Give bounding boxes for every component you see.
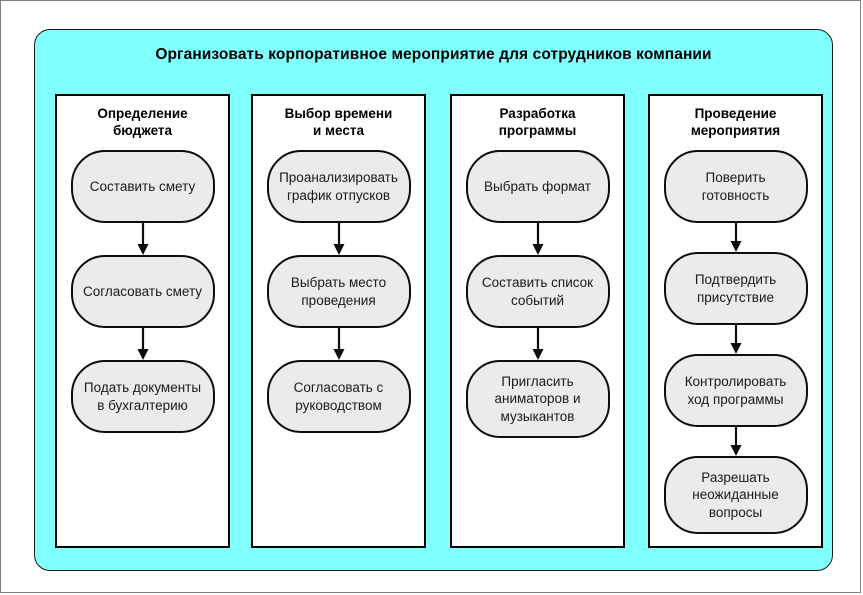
- process-node-line: ход программы: [687, 391, 784, 407]
- process-node-label: Согласовать смету: [77, 283, 208, 301]
- panel-header: Разработка программы: [456, 105, 619, 139]
- process-node-line: Поверить: [705, 170, 766, 185]
- process-node[interactable]: Согласовать с руководством: [266, 360, 411, 433]
- flow-arrow-icon: [729, 223, 743, 252]
- process-node-line: график отпусков: [286, 187, 391, 203]
- panel-header: Определение бюджета: [61, 105, 224, 139]
- process-node-line: вопросы: [708, 504, 763, 520]
- panel-header-line: Выбор времени: [284, 106, 393, 121]
- panel-header-line: Проведение: [694, 106, 777, 121]
- process-node[interactable]: Контролировать ход программы: [663, 354, 808, 427]
- process-node[interactable]: Подать документы в бухгалтерию: [70, 360, 215, 433]
- process-node-line: проведения: [301, 292, 376, 308]
- panel-header-line: программы: [498, 123, 577, 138]
- process-node-line: Согласовать с: [293, 380, 384, 395]
- process-node-line: Проанализировать: [279, 170, 398, 185]
- process-node[interactable]: Составить список событий: [465, 255, 610, 328]
- process-node-line: в бухгалтерию: [97, 397, 188, 413]
- process-node-line: Выбрать место: [290, 275, 387, 290]
- process-node-line: Согласовать смету: [82, 283, 203, 299]
- process-node[interactable]: Согласовать смету: [70, 255, 215, 328]
- process-node[interactable]: Поверить готовность: [663, 150, 808, 223]
- process-node[interactable]: Выбрать формат: [465, 150, 610, 223]
- process-node-label: Выбрать место проведения: [285, 274, 392, 309]
- process-node[interactable]: Проанализировать график отпусков: [266, 150, 411, 223]
- panel-header: Проведение мероприятия: [654, 105, 817, 139]
- process-node-label: Выбрать формат: [478, 178, 597, 196]
- process-node-label: Согласовать с руководством: [288, 379, 390, 414]
- panel-header-line: бюджета: [112, 123, 173, 138]
- process-node-line: неожиданные: [692, 487, 779, 503]
- panel-header-line: мероприятия: [690, 123, 781, 138]
- process-node-line: Выбрать формат: [484, 178, 591, 194]
- panel-header-line: Разработка: [499, 106, 576, 121]
- panel-header-line: Определение: [97, 106, 188, 121]
- flow-arrow-icon: [531, 328, 545, 360]
- process-node-line: аниматоров и: [494, 391, 581, 407]
- process-node-line: Подать документы: [83, 380, 202, 395]
- process-node-label: Подтвердить присутствие: [689, 271, 782, 306]
- process-node-line: Контролировать: [684, 374, 787, 389]
- flow-arrow-icon: [332, 328, 346, 360]
- diagram-title: Организовать корпоративное мероприятие д…: [155, 46, 712, 63]
- panel-header: Выбор времени и места: [257, 105, 420, 139]
- panel-header-line: и места: [313, 123, 364, 138]
- process-node[interactable]: Выбрать место проведения: [266, 255, 411, 328]
- process-node-line: руководством: [295, 397, 382, 413]
- process-node-line: присутствие: [696, 289, 775, 305]
- process-node-label: Проанализировать график отпусков: [273, 169, 404, 204]
- process-node[interactable]: Составить смету: [70, 150, 215, 223]
- process-node-line: Составить смету: [89, 178, 196, 194]
- process-node-line: Разрешать: [701, 469, 770, 485]
- process-node[interactable]: Подтвердить присутствие: [663, 252, 808, 325]
- process-node-label: Поверить готовность: [696, 169, 775, 204]
- process-node-line: готовность: [701, 187, 770, 203]
- flow-arrow-icon: [729, 427, 743, 456]
- process-node-label: Подать документы в бухгалтерию: [78, 379, 207, 414]
- process-node-line: музыкантов: [500, 408, 575, 424]
- process-node-line: Подтвердить: [694, 272, 777, 287]
- diagram-canvas: Организовать корпоративное мероприятие д…: [34, 29, 833, 571]
- flow-arrow-icon: [729, 325, 743, 354]
- flow-arrow-icon: [332, 223, 346, 255]
- process-node-line: Составить список: [481, 275, 594, 290]
- flow-arrow-icon: [531, 223, 545, 255]
- flow-arrow-icon: [136, 223, 150, 255]
- process-node-label: Составить список событий: [476, 274, 599, 309]
- process-node-label: Составить смету: [84, 178, 201, 196]
- process-node-line: Пригласить: [501, 373, 574, 389]
- flow-arrow-icon: [136, 328, 150, 360]
- process-node-line: событий: [510, 292, 565, 308]
- process-node-label: Контролировать ход программы: [679, 373, 793, 408]
